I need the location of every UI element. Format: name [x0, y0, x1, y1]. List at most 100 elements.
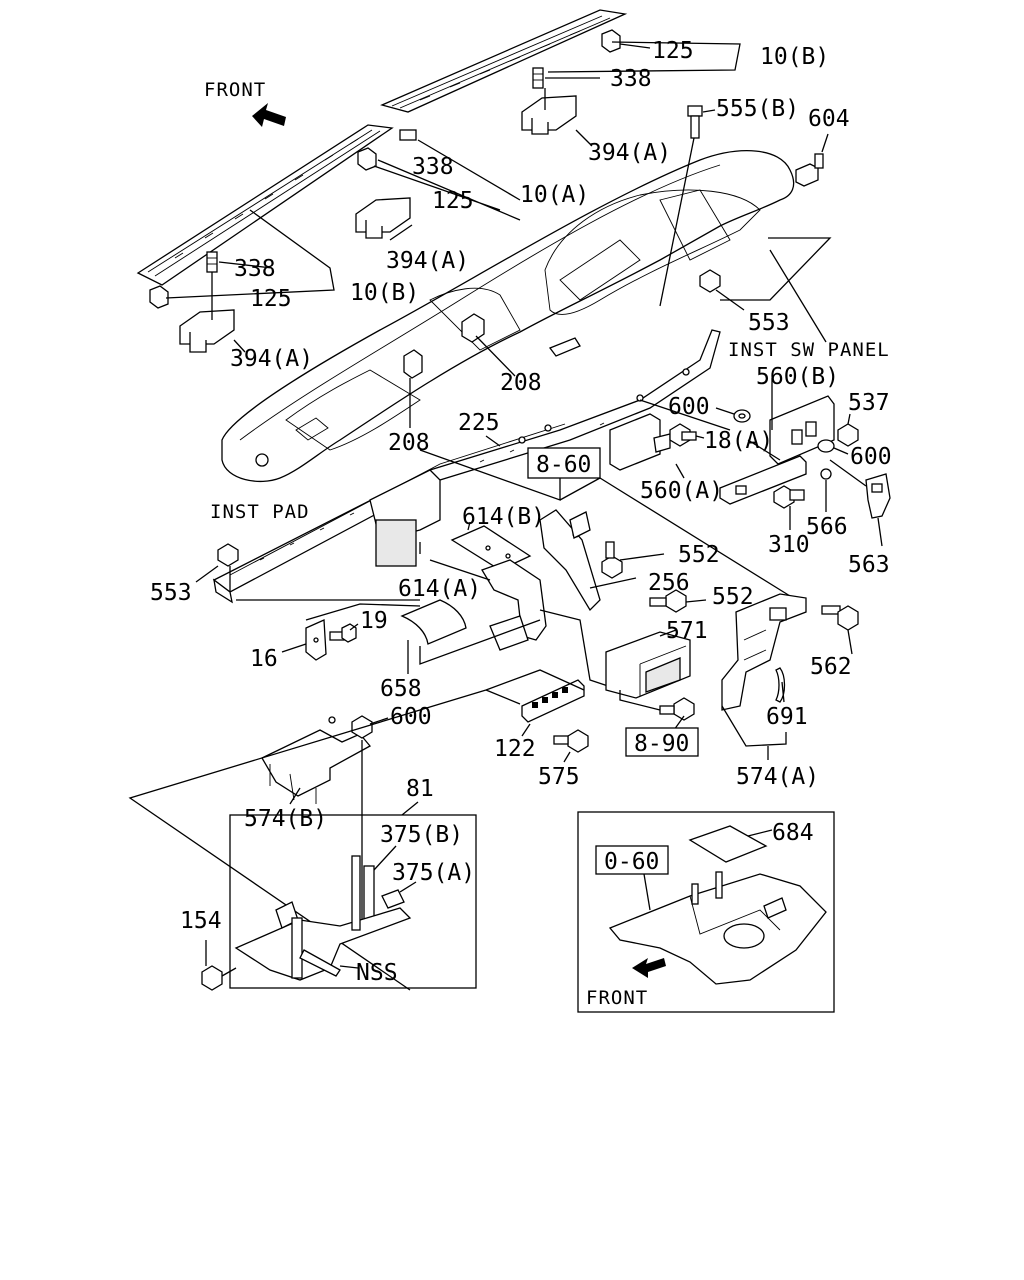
callout-563: 563 — [848, 552, 890, 578]
clip-566 — [820, 468, 832, 480]
clip-208-left — [403, 349, 423, 379]
screw-338-left — [206, 251, 218, 273]
callout-574b: 574(B) — [244, 806, 327, 832]
bracket-614b — [450, 525, 532, 571]
ref-box-8-60 — [527, 447, 601, 479]
bracket-394a-mid — [355, 197, 411, 239]
callout-10b-top: 10(B) — [760, 44, 829, 70]
clip-125-left — [149, 285, 169, 309]
bolt-552-lower — [649, 589, 687, 613]
inset-box — [577, 811, 835, 1013]
callout-600-far: 600 — [850, 444, 892, 470]
callout-614a: 614(A) — [398, 576, 481, 602]
callout-16: 16 — [250, 646, 278, 672]
bracket-560b — [769, 395, 835, 465]
bracket-560a — [609, 413, 671, 471]
callout-553-right: 553 — [748, 310, 790, 336]
ref-box-0-60 — [595, 845, 669, 875]
bolt-604 — [795, 153, 824, 187]
nut-154 — [201, 965, 223, 991]
defroster-grille-lower — [136, 124, 394, 286]
callout-18a: 18(A) — [704, 428, 773, 454]
bracket-614a — [481, 559, 547, 651]
bracket-574b — [261, 716, 372, 804]
washer-600-far — [817, 439, 835, 453]
callout-574a: 574(A) — [736, 764, 819, 790]
bracket-16 — [305, 619, 327, 661]
callout-154: 154 — [180, 908, 222, 934]
ref-0-60: 0-60 — [604, 849, 659, 875]
callout-310: 310 — [768, 532, 810, 558]
switch-panel-122 — [521, 679, 585, 723]
pin-375b — [363, 865, 375, 921]
callout-125-mid: 125 — [432, 188, 474, 214]
callout-125-top: 125 — [652, 38, 694, 64]
label-inst-pad: INST PAD — [210, 501, 310, 523]
callout-394a-mid: 394(A) — [386, 248, 469, 274]
callout-691: 691 — [766, 704, 808, 730]
instrument-pad — [221, 150, 795, 482]
ref-box-8-90 — [625, 727, 699, 757]
front-label-inset: FRONT — [586, 987, 648, 1009]
front-label-top: FRONT — [204, 79, 266, 101]
bracket-256 — [539, 509, 601, 612]
nss-box — [229, 814, 477, 989]
bracket-394a-left — [179, 309, 235, 353]
callout-338-mid: 338 — [412, 154, 454, 180]
bolt-571 — [659, 697, 695, 721]
callout-394a-left: 394(A) — [230, 346, 313, 372]
defroster-grille-upper — [380, 9, 628, 113]
callout-338-top: 338 — [610, 66, 652, 92]
pad-658 — [400, 599, 467, 645]
callout-560a: 560(A) — [640, 478, 723, 504]
ref-8-90: 8-90 — [634, 731, 689, 757]
callout-600-right: 600 — [668, 394, 710, 420]
bolt-552-upper — [601, 541, 623, 579]
floor-console — [608, 871, 827, 985]
callout-208-left: 208 — [388, 430, 430, 456]
callout-19: 19 — [360, 608, 388, 634]
label-inst-sw-panel: INST SW PANEL — [728, 339, 890, 361]
nut-553-left — [217, 543, 239, 567]
callout-81: 81 — [406, 776, 434, 802]
callout-575: 575 — [538, 764, 580, 790]
callout-10b-left: 10(B) — [350, 280, 419, 306]
washer-600-right — [733, 409, 751, 423]
callout-208-center: 208 — [500, 370, 542, 396]
callout-566: 566 — [806, 514, 848, 540]
callout-560b: 560(B) — [756, 364, 839, 390]
clip-208-center — [461, 313, 485, 343]
duct-571 — [605, 631, 691, 699]
callout-604: 604 — [808, 106, 850, 132]
front-arrow-top — [252, 103, 286, 127]
clip-125-top — [601, 29, 621, 53]
nut-537 — [837, 423, 859, 447]
callout-552-lower: 552 — [712, 584, 754, 610]
callout-256: 256 — [648, 570, 690, 596]
callout-338-left: 338 — [234, 256, 276, 282]
pin-375a — [381, 889, 405, 909]
callout-684: 684 — [772, 820, 814, 846]
nss-bracket — [234, 855, 412, 981]
callout-658: 658 — [380, 676, 422, 702]
callout-600-lower: 600 — [390, 704, 432, 730]
callout-125-left: 125 — [250, 286, 292, 312]
bolt-562 — [821, 605, 859, 631]
bracket-574a — [721, 593, 807, 711]
callout-10a: 10(A) — [520, 182, 589, 208]
callout-552-upper: 552 — [678, 542, 720, 568]
callout-571: 571 — [666, 618, 708, 644]
callout-555b: 555(B) — [716, 96, 799, 122]
callout-394a-top: 394(A) — [588, 140, 671, 166]
bolt-555b — [687, 105, 703, 139]
callout-562: 562 — [810, 654, 852, 680]
screw-338-mid — [399, 129, 417, 141]
bolt-575 — [553, 729, 589, 753]
nut-553-right — [699, 269, 721, 293]
ref-8-60: 8-60 — [536, 452, 591, 478]
callout-553-left: 553 — [150, 580, 192, 606]
callout-614b: 614(B) — [462, 504, 545, 530]
bracket-394a-top — [521, 95, 577, 135]
front-arrow-inset — [632, 958, 666, 978]
